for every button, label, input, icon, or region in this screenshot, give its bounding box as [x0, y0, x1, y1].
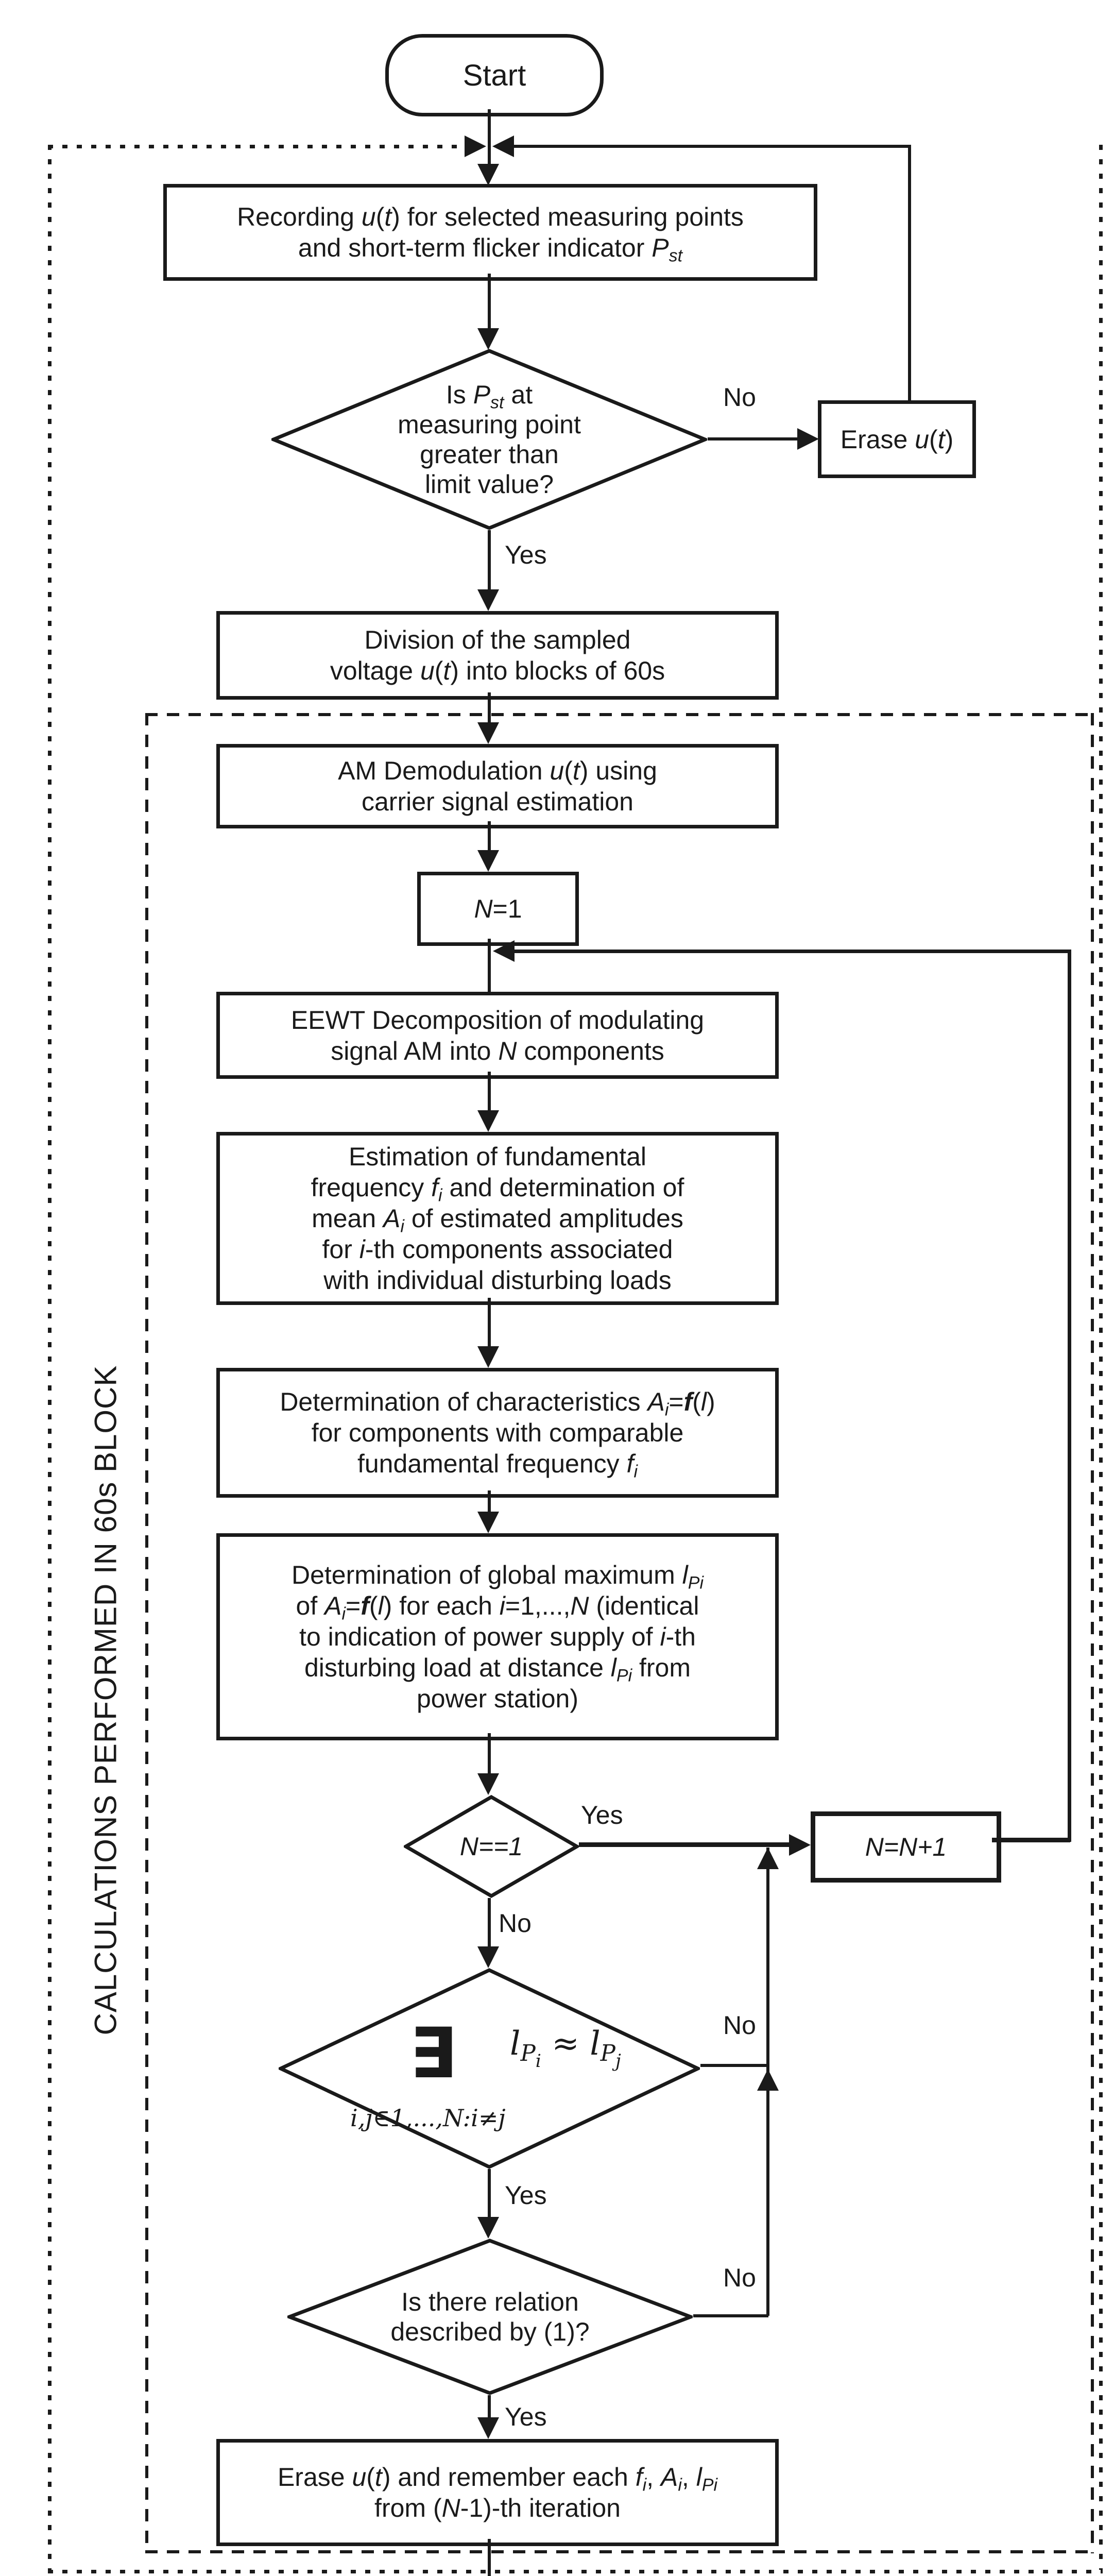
inner-dashed-top-edge	[145, 713, 1094, 716]
edge-relation-no	[693, 2314, 768, 2317]
edge-neq-yes	[579, 1842, 791, 1847]
decision-relation-diamond	[287, 2239, 693, 2395]
arrowhead-into-n1	[477, 850, 499, 872]
decision-exists-formula: lPi ≈ lPj	[510, 2025, 621, 2072]
edge-to-end	[488, 2539, 491, 2576]
edge-loop-return-horizontal	[514, 950, 1071, 953]
edge-exists-no	[700, 2064, 767, 2067]
edge-pst-no	[708, 437, 798, 440]
edge-label-relation-no: No	[723, 2263, 756, 2292]
process-n-increment: N=N+1	[811, 1811, 1001, 1883]
edge-neq-no	[488, 1898, 491, 1948]
arrowhead-loop-return-into-main-line	[493, 940, 515, 962]
process-erase-remember: Erase u(t) and remember each fi, Ai, lPi…	[216, 2439, 779, 2546]
inner-dashed-bottom-edge	[145, 2550, 1094, 2553]
arrowhead-into-division	[477, 589, 499, 611]
edge-erase-return-vertical	[908, 145, 911, 400]
edge-label-neq-no: No	[499, 1909, 532, 1938]
edge-label-exists-yes: Yes	[505, 2181, 547, 2210]
edge-relation-yes	[488, 2395, 491, 2419]
outer-dotted-right-edge	[1099, 145, 1103, 2570]
arrowhead-into-erase	[797, 428, 819, 450]
edge-exists-yes	[488, 2169, 491, 2219]
decision-pst-diamond	[271, 349, 707, 530]
edge-label-relation-yes: Yes	[505, 2402, 547, 2431]
arrowhead-exists-no-merge	[757, 2069, 779, 2091]
decision-exists-diamond	[279, 1968, 700, 2169]
edge-eewt-to-estimation	[488, 1072, 491, 1112]
arrowhead-into-characteristics	[477, 1346, 499, 1368]
process-recording: Recording u(t) for selected measuring po…	[163, 184, 817, 281]
process-n-init: N=1	[417, 872, 579, 946]
outer-dotted-bottom-edge	[48, 2570, 1103, 2573]
process-n-increment-label: N=N+1	[865, 1833, 947, 1861]
edge-label-neq-yes: Yes	[581, 1801, 623, 1829]
edge-pst-yes	[488, 530, 491, 591]
edge-characteristics-to-globalmax	[488, 1490, 491, 1514]
arrowhead-into-nincrement	[789, 1834, 811, 1856]
edge-label-pst-yes: Yes	[505, 540, 547, 569]
edge-label-pst-no: No	[723, 383, 756, 412]
process-recording-label: Recording u(t) for selected measuring po…	[237, 202, 744, 266]
arrowhead-into-estimation	[477, 1110, 499, 1132]
process-erase-remember-label: Erase u(t) and remember each fi, Ai, lPi…	[277, 2463, 718, 2522]
edge-recording-to-pst-decision	[488, 274, 491, 330]
decision-neq-diamond	[404, 1795, 579, 1898]
process-erase-label: Erase u(t)	[840, 425, 954, 454]
edge-nincrement-to-loop	[992, 1838, 1070, 1842]
start-terminal: Start	[385, 34, 604, 116]
process-n-init-label: N=1	[474, 894, 522, 923]
decision-exists-condition: i,j∈1,...,N:i≠j	[350, 2104, 506, 2132]
arrowhead-into-pst-decision	[477, 328, 499, 350]
outer-dotted-left-edge	[48, 145, 52, 2571]
arrowhead-into-relation	[477, 2217, 499, 2239]
arrowhead-into-erase-remember	[477, 2417, 499, 2439]
arrowhead-into-exists	[477, 1946, 499, 1968]
inner-dashed-left-edge	[145, 713, 148, 2553]
arrowhead-into-globalmax	[477, 1512, 499, 1533]
junction-arrowhead-from-dotted-loop	[465, 135, 486, 157]
arrowhead-no-merge-into-yes-line	[757, 1848, 779, 1869]
process-erase: Erase u(t)	[818, 400, 976, 478]
edge-am-to-n1	[488, 821, 491, 852]
outer-dotted-top-edge	[48, 145, 463, 148]
process-characteristics: Determination of characteristics Ai=f(l)…	[216, 1368, 779, 1498]
process-characteristics-label: Determination of characteristics Ai=f(l)…	[280, 1387, 715, 1482]
decision-exists-symbol: ∃	[409, 2013, 457, 2094]
inner-dashed-right-edge	[1091, 713, 1094, 2553]
edge-estimation-to-characteristics	[488, 1298, 491, 1348]
decision-neq-label: N==1	[404, 1795, 579, 1898]
arrowhead-into-recording	[477, 164, 499, 185]
edge-globalmax-to-neq	[488, 1733, 491, 1775]
side-caption-60s-block: CALCULATIONS PERFORMED IN 60s BLOCK	[88, 1365, 123, 2036]
start-label: Start	[462, 58, 526, 92]
decision-neq-text: N==1	[459, 1832, 523, 1861]
edge-loop-return-vertical	[1068, 950, 1071, 1842]
arrowhead-into-neq	[477, 1773, 499, 1795]
edge-erase-return-horizontal	[514, 145, 911, 148]
junction-arrowhead-from-erase-return	[492, 135, 514, 157]
edge-start-to-recording	[488, 109, 491, 166]
edge-n1-to-eewt	[488, 939, 491, 992]
edge-label-exists-no: No	[723, 2011, 756, 2040]
edge-division-to-am	[488, 692, 491, 725]
arrowhead-into-am	[477, 722, 499, 744]
